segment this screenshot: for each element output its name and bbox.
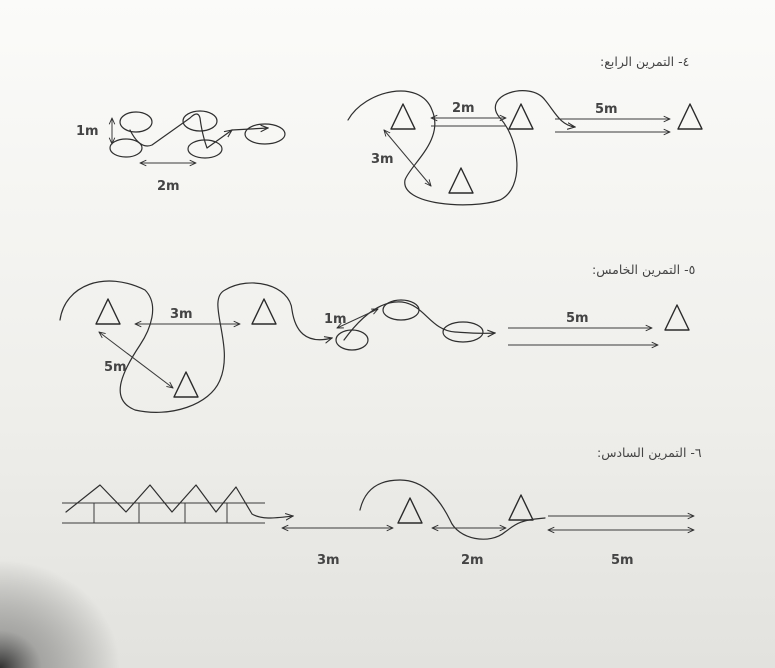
cone-icon [251, 298, 277, 325]
cone-gap-label: 3m [170, 307, 193, 322]
sprint-label: 5m [566, 311, 589, 326]
hurdle-gap-label: 1m [324, 312, 347, 327]
hurdle-spacing-label: 2m [157, 179, 180, 194]
cone-icon [397, 497, 423, 524]
hurdle-path-tail [231, 128, 268, 130]
cone-icon [508, 103, 534, 130]
cone-icon [508, 494, 534, 521]
hurdle-circle-icon [182, 110, 218, 132]
run-2-label: 2m [461, 553, 484, 568]
cone-diagonal-arrow [99, 332, 173, 388]
cone-gap-label: 2m [452, 101, 475, 116]
exercise-4: ٤- التمرين الرابع: 1m 2m 2m 3m [76, 54, 703, 206]
hurdle-circle-icon [244, 123, 286, 145]
weave-path [59, 280, 332, 413]
cone-icon [677, 103, 703, 130]
cone-icon [173, 371, 199, 398]
cone-diagonal-arrow [384, 130, 431, 186]
cone-diagonal-label: 3m [371, 152, 394, 167]
exercise-5-cone-course: 3m 5m [59, 280, 690, 413]
zigzag-path [65, 484, 293, 518]
cone-icon [448, 167, 474, 194]
run-1-label: 3m [317, 553, 340, 568]
hurdle-path [343, 301, 495, 341]
hurdle-circle-icon [109, 138, 143, 158]
exercise-6: ٦- التمرين السادس: 3m 2m 5m [62, 445, 702, 568]
weave-path [347, 90, 575, 206]
cone-diagonal-label: 5m [104, 360, 127, 375]
exercise-5-heading: ٥- التمرين الخامس: [592, 262, 695, 278]
exercise-5-hurdle-course: 1m 5m [324, 299, 658, 351]
hurdle-circle-icon [335, 329, 369, 351]
exercise-6-heading: ٦- التمرين السادس: [597, 445, 702, 461]
exercise-4-hurdle-course: 1m 2m [76, 110, 286, 194]
sprint-label: 5m [611, 553, 634, 568]
hurdle-circle-icon [442, 321, 484, 343]
exercise-5: ٥- التمرين الخامس: 3m 5m 1m 5m [59, 262, 695, 413]
hurdle-path [129, 113, 232, 149]
exercise-4-heading: ٤- التمرين الرابع: [600, 54, 689, 70]
weave-path [359, 479, 546, 540]
exercise-6-cone-course: 3m 2m 5m [282, 479, 694, 568]
hurdle-gap-label: 1m [76, 124, 99, 139]
exercise-4-cone-course: 2m 3m 5m [347, 90, 703, 206]
sprint-label: 5m [595, 102, 618, 117]
cone-icon [95, 298, 121, 325]
zigzag-ladder-icon [62, 484, 293, 524]
hurdle-gap-arrow [337, 309, 378, 328]
cone-icon [664, 304, 690, 331]
cone-icon [390, 103, 416, 130]
hurdle-circle-icon [119, 111, 153, 133]
corner-shadow [0, 560, 120, 668]
